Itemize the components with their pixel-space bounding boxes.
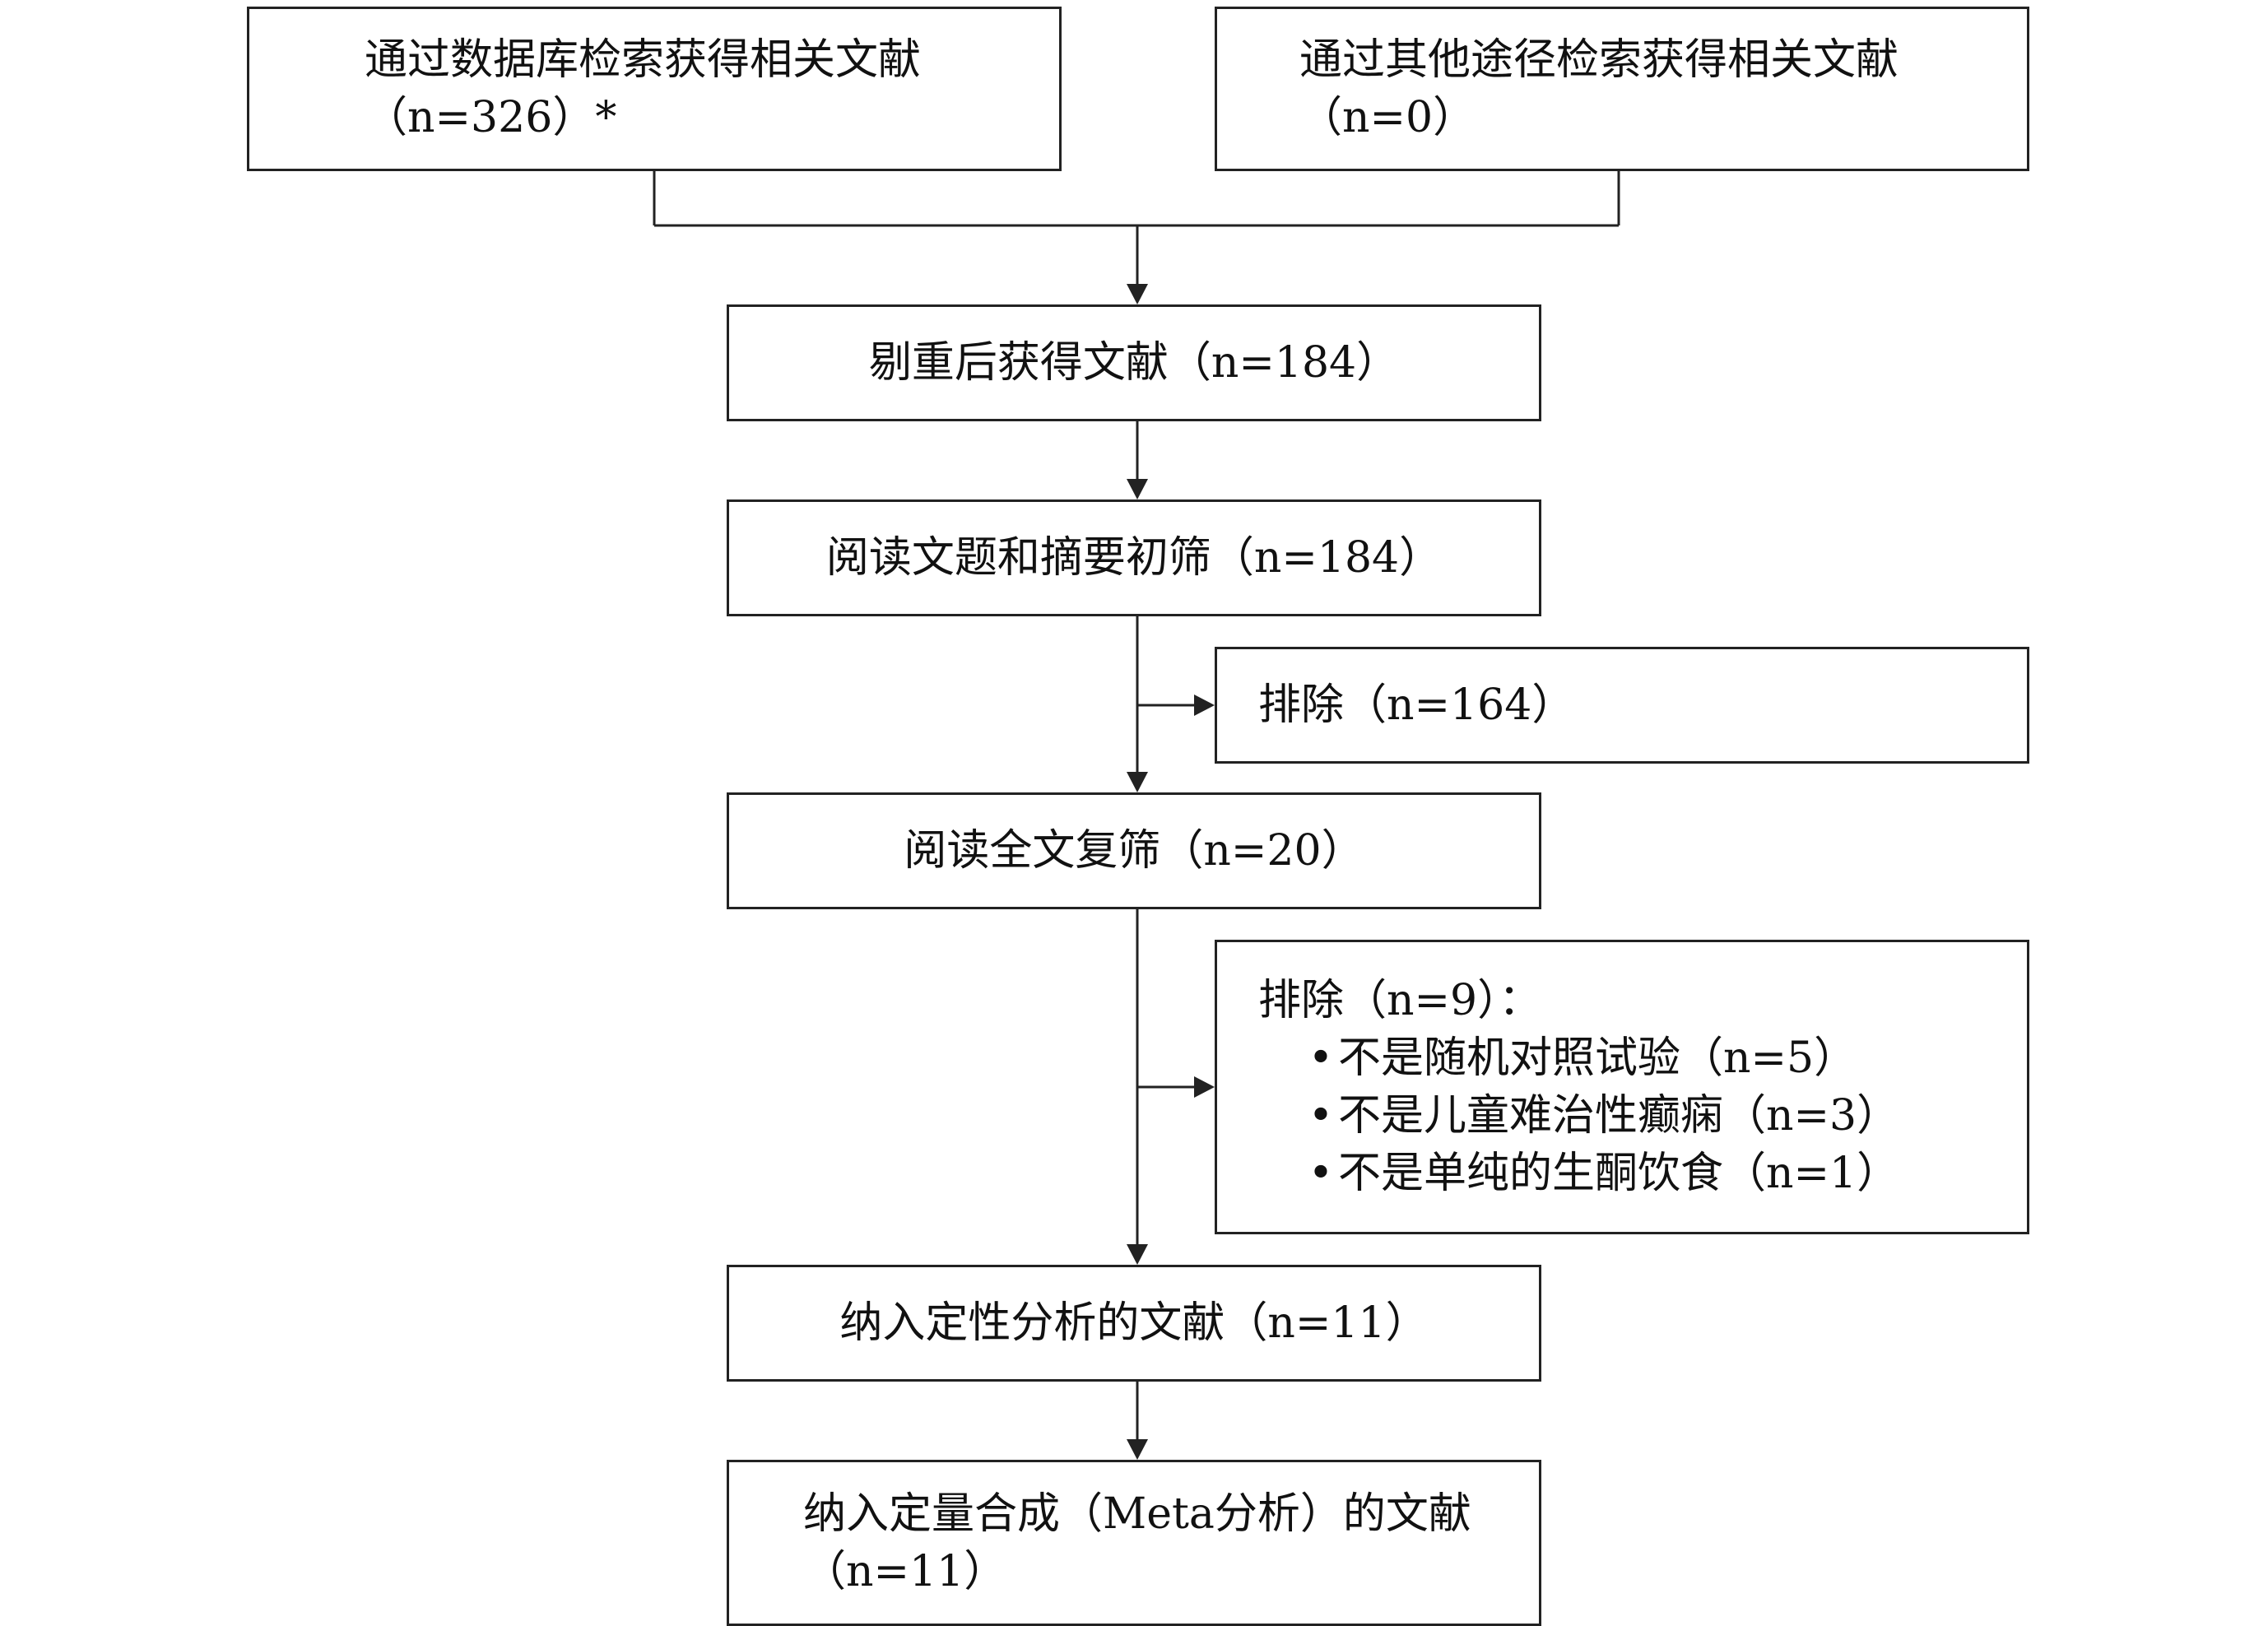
- arrowhead-excluded-first: [1194, 695, 1215, 716]
- title-abstract-screen-label: 阅读文题和摘要初筛（n=184）: [825, 533, 1443, 583]
- bullet-icon: •: [1308, 1091, 1334, 1141]
- database-search-box: 通过数据库检索获得相关文献 （n=326）*: [247, 7, 1062, 171]
- exclusion-reason-text: 不是单纯的生酮饮食（n=1）: [1338, 1149, 1900, 1198]
- arrowhead-quantitative: [1127, 1439, 1148, 1460]
- exclusion-reason-item: •不是儿童难治性癫痫（n=3）: [1304, 1087, 2027, 1145]
- bullet-icon: •: [1308, 1034, 1334, 1083]
- after-dedup-box: 剔重后获得文献（n=184）: [727, 304, 1541, 421]
- quantitative-synthesis-count: （n=11）: [803, 1547, 1007, 1596]
- quantitative-synthesis-line1: 纳入定量合成（Meta分析）的文献: [803, 1489, 1471, 1539]
- arrowhead-qualitative: [1127, 1244, 1148, 1265]
- excluded-second-heading: 排除（n=9）：: [1258, 976, 1542, 1025]
- other-search-line1: 通过其他途径检索获得相关文献: [1299, 35, 1899, 85]
- exclusion-reason-text: 不是儿童难治性癫痫（n=3）: [1338, 1091, 1900, 1141]
- after-dedup-label: 剔重后获得文献（n=184）: [868, 338, 1400, 388]
- database-search-line1: 通过数据库检索获得相关文献: [365, 35, 922, 85]
- exclusion-reason-item: •不是随机对照试验（n=5）: [1304, 1029, 2027, 1087]
- fulltext-screen-label: 阅读全文复筛（n=20）: [904, 826, 1364, 876]
- arrowhead-dedup: [1127, 284, 1148, 304]
- qualitative-analysis-label: 纳入定性分析的文献（n=11）: [839, 1298, 1429, 1348]
- excluded-second-box: 排除（n=9）： •不是随机对照试验（n=5） •不是儿童难治性癫痫（n=3） …: [1215, 940, 2029, 1234]
- other-search-box: 通过其他途径检索获得相关文献 （n=0）: [1215, 7, 2029, 171]
- bullet-icon: •: [1308, 1149, 1334, 1198]
- quantitative-synthesis-box: 纳入定量合成（Meta分析）的文献 （n=11）: [727, 1460, 1541, 1626]
- title-abstract-screen-box: 阅读文题和摘要初筛（n=184）: [727, 499, 1541, 616]
- excluded-first-box: 排除（n=164）: [1215, 647, 2029, 764]
- database-search-count: （n=326）*: [365, 93, 617, 142]
- qualitative-analysis-box: 纳入定性分析的文献（n=11）: [727, 1265, 1541, 1382]
- exclusion-reasons-list: •不是随机对照试验（n=5） •不是儿童难治性癫痫（n=3） •不是单纯的生酮饮…: [1258, 1029, 2027, 1202]
- other-search-count: （n=0）: [1299, 93, 1476, 142]
- arrowhead-excluded-second: [1194, 1076, 1215, 1098]
- arrowhead-screen: [1127, 479, 1148, 499]
- arrowhead-fulltext: [1127, 772, 1148, 792]
- exclusion-reason-text: 不是随机对照试验（n=5）: [1338, 1034, 1857, 1083]
- excluded-first-label: 排除（n=164）: [1258, 681, 1575, 730]
- fulltext-screen-box: 阅读全文复筛（n=20）: [727, 792, 1541, 909]
- exclusion-reason-item: •不是单纯的生酮饮食（n=1）: [1304, 1145, 2027, 1202]
